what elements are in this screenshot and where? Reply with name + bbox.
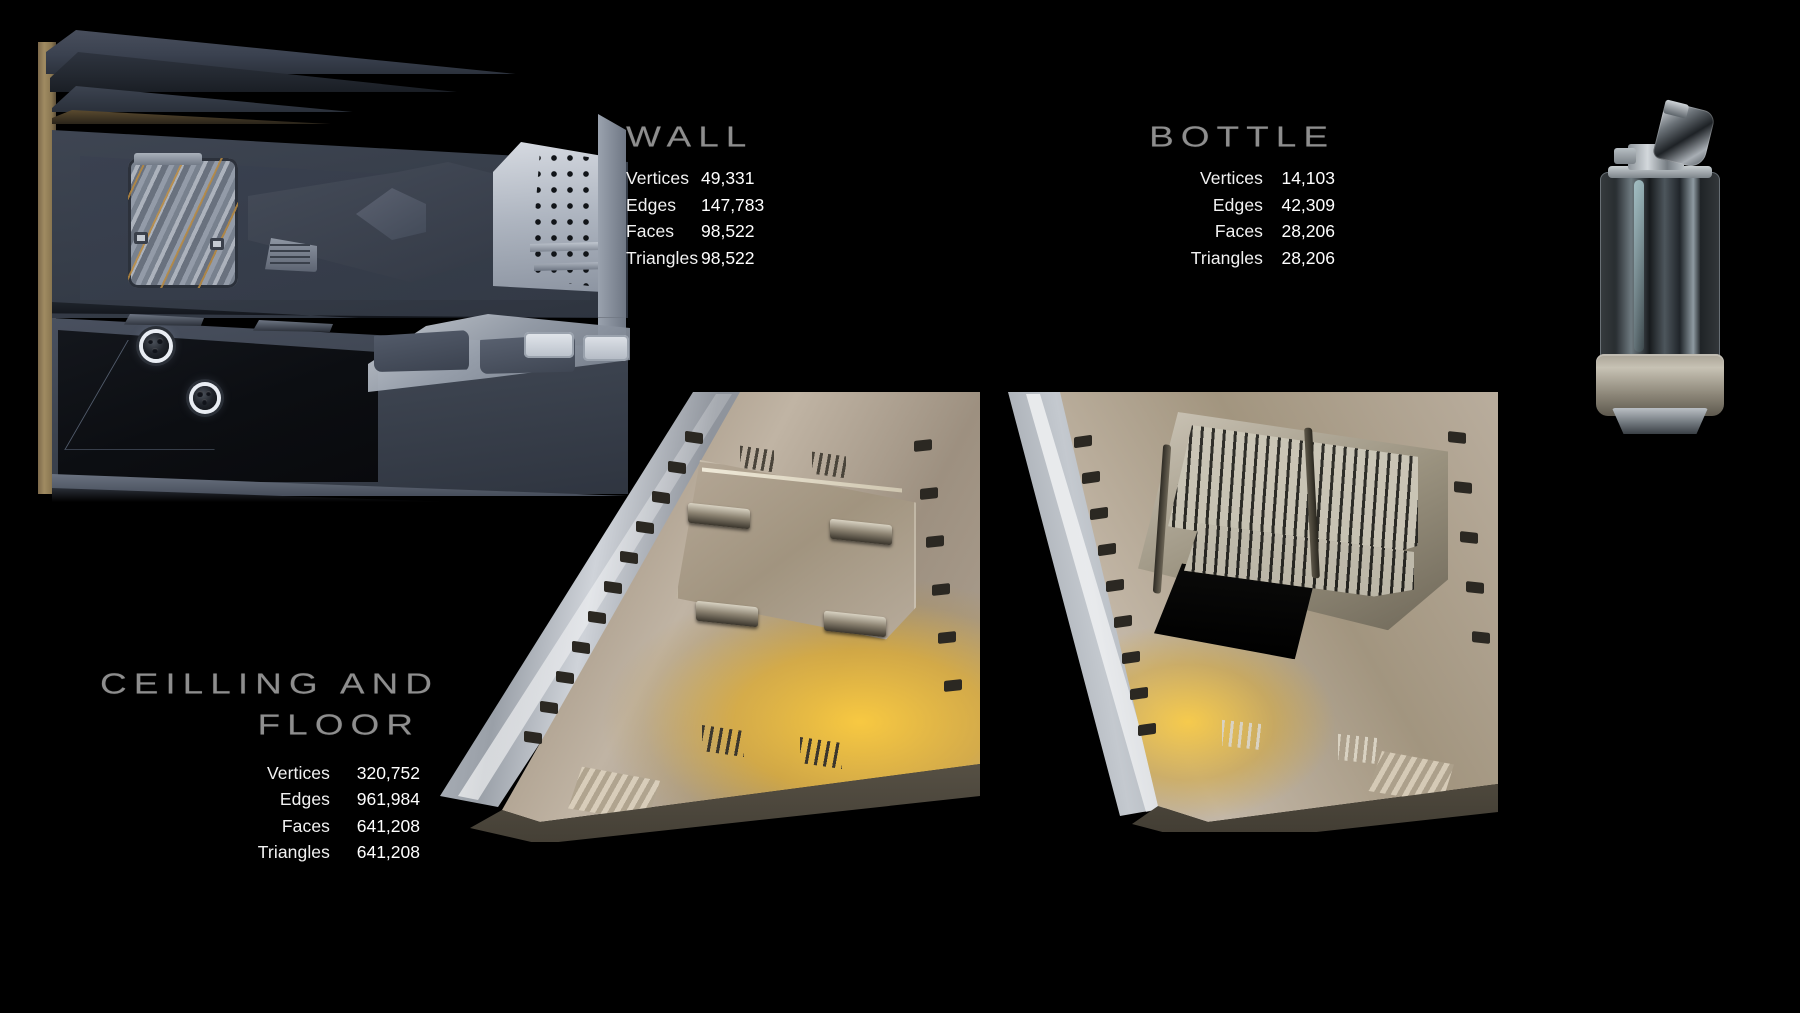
- wall-hatch-clip: [134, 153, 202, 165]
- stat-label: Vertices: [266, 762, 330, 783]
- wall-slot-lower: [534, 262, 600, 271]
- stat-value: 28,206: [1281, 221, 1335, 242]
- stat-value: 147,783: [701, 194, 765, 215]
- stat-value: 14,103: [1281, 168, 1335, 189]
- stat-label: Edges: [279, 789, 330, 810]
- stat-label: Vertices: [626, 168, 690, 189]
- wall-slot-upper: [530, 242, 600, 252]
- stat-row: Edges 42,309: [1140, 194, 1335, 215]
- stat-value: 28,206: [1281, 247, 1335, 268]
- bottle-nozzle-nub: [1614, 148, 1636, 164]
- wall-port-upper: [143, 333, 169, 359]
- stat-row: Triangles 98,522: [626, 247, 764, 268]
- wall-dark-plate: [58, 330, 378, 482]
- stat-row: Vertices 320,752: [100, 762, 420, 783]
- stat-row: Triangles 28,206: [1140, 247, 1335, 268]
- stat-row: Faces 98,522: [626, 223, 764, 241]
- stat-row: Vertices 49,331: [626, 170, 764, 188]
- wall-lower-bright-pad-1: [524, 332, 574, 358]
- stat-row: Faces 28,206: [1140, 223, 1335, 241]
- wall-hatch-gold-stripes: [128, 158, 238, 288]
- wall-stats-table: Vertices 49,331 Edges 147,783 Faces 98,5…: [626, 170, 764, 267]
- ceiling-floor-title-line1: CEILLING AND: [100, 668, 439, 700]
- stat-row: Vertices 14,103: [1140, 170, 1335, 188]
- wall-grille-slats: [270, 244, 310, 264]
- stat-value: 320,752: [356, 762, 420, 783]
- bottle-specular-sheen: [1634, 180, 1644, 352]
- bottle-base-collar: [1596, 354, 1724, 416]
- stat-value: 961,984: [356, 789, 420, 810]
- ceiling-floor-stat-block: CEILLING AND FLOOR Vertices 320,752 Edge…: [100, 668, 439, 871]
- ceiling-floor-stats-table: Vertices 320,752 Edges 961,984 Faces 641…: [100, 762, 420, 862]
- stat-label: Edges: [1212, 194, 1263, 215]
- wall-lower-tab-2: [253, 320, 333, 332]
- stat-value: 641,208: [356, 815, 420, 836]
- wall-left-gold-edge: [38, 42, 56, 494]
- stat-row: Edges 961,984: [100, 791, 420, 809]
- stat-value: 98,522: [701, 247, 755, 268]
- stat-label: Faces: [1214, 221, 1263, 242]
- bottle-render: [1590, 92, 1730, 434]
- stat-label: Triangles: [626, 247, 699, 268]
- floor-left-rail-teeth: [440, 392, 980, 842]
- wall-title: WALL: [626, 121, 754, 153]
- stat-label: Triangles: [257, 842, 330, 863]
- stat-row: Edges 147,783: [626, 194, 765, 215]
- stat-label: Vertices: [1199, 168, 1263, 189]
- wall-port-lower: [193, 386, 217, 410]
- bottle-stats-table: Vertices 14,103 Edges 42,309 Faces 28,20…: [1140, 170, 1335, 267]
- stat-label: Faces: [626, 221, 675, 242]
- bottle-title: BOTTLE: [1149, 121, 1335, 153]
- wall-render: [38, 22, 630, 502]
- stat-label: Edges: [626, 194, 677, 215]
- wall-lower-bright-pad-2: [583, 335, 629, 361]
- stat-row: Triangles 641,208: [100, 844, 420, 862]
- stat-label: Faces: [281, 815, 330, 836]
- floor-panel-left-render: [440, 392, 980, 842]
- wall-lower-panel-a: [374, 330, 469, 372]
- wall-hatch-tab-right: [210, 238, 224, 250]
- stat-row: Faces 641,208: [100, 815, 420, 836]
- bottle-stat-block: BOTTLE Vertices 14,103 Edges 42,309 Face…: [1140, 121, 1335, 276]
- wall-gold-trim-line: [52, 110, 628, 124]
- stat-value: 641,208: [356, 842, 420, 863]
- bottle-base-bottom: [1612, 408, 1708, 434]
- stat-value: 98,522: [701, 221, 755, 242]
- stat-value: 49,331: [701, 168, 755, 189]
- wall-lower-tab-1: [124, 314, 204, 326]
- stat-label: Triangles: [1190, 247, 1263, 268]
- bottle-inner-cylinder: [1616, 176, 1700, 358]
- floor-panel-right-render: [1008, 392, 1498, 832]
- stat-value: 42,309: [1281, 194, 1335, 215]
- wall-hatch-tab-left: [134, 232, 148, 244]
- wall-stat-block: WALL Vertices 49,331 Edges 147,783 Faces…: [626, 121, 764, 276]
- floor-right-rail-teeth: [1008, 392, 1548, 842]
- ceiling-floor-title-line2: FLOOR: [257, 709, 420, 742]
